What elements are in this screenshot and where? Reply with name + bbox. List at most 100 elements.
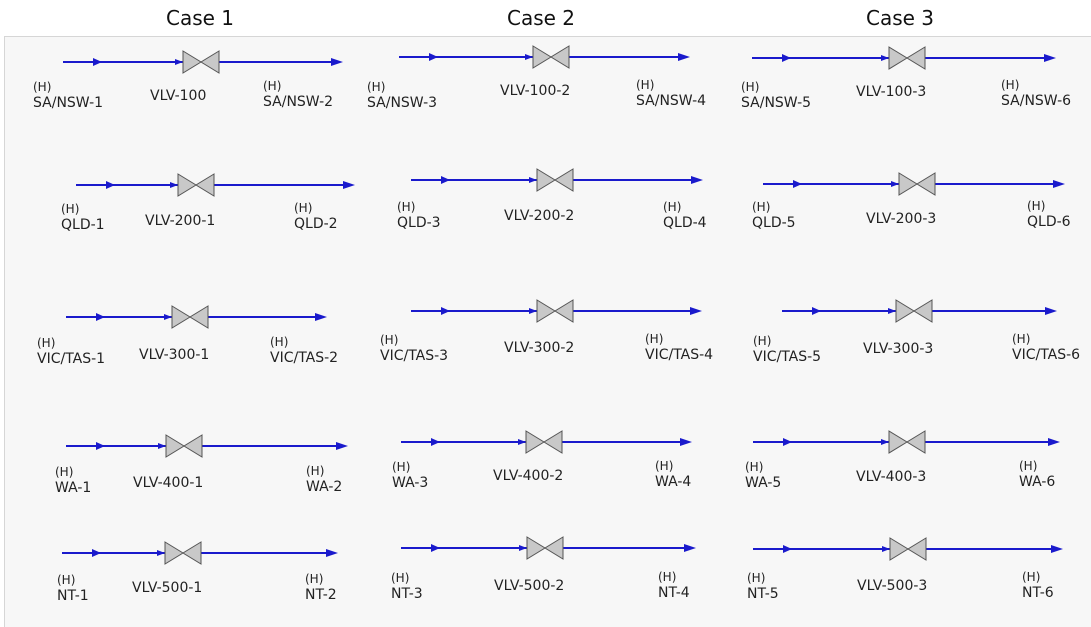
valve-left-icon[interactable]	[526, 536, 546, 560]
valve-left-icon[interactable]	[164, 541, 184, 565]
valve-label[interactable]: VLV-500-3	[857, 578, 927, 594]
outlet-stream-label[interactable]: VIC/TAS-6	[1012, 347, 1080, 363]
valve-label[interactable]: VLV-300-1	[139, 347, 209, 363]
valve-left-icon[interactable]	[171, 305, 191, 329]
outlet-stream-label[interactable]: SA/NSW-4	[636, 93, 706, 109]
valve-label[interactable]: VLV-200-1	[145, 213, 215, 229]
valve-label[interactable]: VLV-500-1	[132, 580, 202, 596]
valve-right-icon[interactable]	[195, 173, 215, 197]
valve-left-icon[interactable]	[165, 434, 185, 458]
valve-left-icon[interactable]	[888, 46, 908, 70]
valve-right-icon[interactable]	[544, 536, 564, 560]
valve-left-icon[interactable]	[536, 299, 556, 323]
inlet-stream-label[interactable]: NT-5	[747, 586, 779, 602]
valve-right-icon[interactable]	[906, 430, 926, 454]
valve-right-icon[interactable]	[906, 46, 926, 70]
inlet-stream-label[interactable]: VIC/TAS-5	[753, 349, 821, 365]
inlet-arrow-icon	[96, 313, 105, 321]
inlet-stream-label[interactable]: VIC/TAS-3	[380, 348, 448, 364]
outlet-stream-label[interactable]: NT-2	[305, 587, 337, 603]
valve-label[interactable]: VLV-100-3	[856, 84, 926, 100]
valve-left-icon[interactable]	[898, 172, 918, 196]
valve-right-icon[interactable]	[200, 50, 220, 74]
outlet-stream-label[interactable]: WA-4	[655, 474, 691, 490]
inlet-stream-label[interactable]: SA/NSW-1	[33, 95, 103, 111]
inlet-arrow-icon	[431, 544, 440, 552]
inlet-stream-label[interactable]: SA/NSW-3	[367, 95, 437, 111]
valve-label[interactable]: VLV-100-2	[500, 83, 570, 99]
valve-left-icon[interactable]	[536, 168, 556, 192]
outlet-arrow-icon	[1045, 307, 1057, 315]
valve-left-icon[interactable]	[532, 45, 552, 69]
valve-right-icon[interactable]	[554, 299, 574, 323]
inlet-stream-label[interactable]: SA/NSW-5	[741, 95, 811, 111]
inlet-stream-label[interactable]: VIC/TAS-1	[37, 351, 105, 367]
outlet-stream-label[interactable]: VIC/TAS-4	[645, 347, 713, 363]
valve-right-icon[interactable]	[550, 45, 570, 69]
inlet-stream-label[interactable]: QLD-1	[61, 217, 105, 233]
valve-label[interactable]: VLV-300-3	[863, 341, 933, 357]
outlet-stream-label[interactable]: QLD-4	[663, 215, 707, 231]
inlet-arrow-icon	[783, 438, 792, 446]
outlet-stream-label[interactable]: NT-6	[1022, 585, 1054, 601]
valve-left-icon[interactable]	[895, 299, 915, 323]
outlet-stream-label[interactable]: SA/NSW-2	[263, 94, 333, 110]
valve-label[interactable]: VLV-300-2	[504, 340, 574, 356]
valve-left-icon[interactable]	[888, 430, 908, 454]
inlet-stream-label[interactable]: QLD-3	[397, 215, 441, 231]
inlet-arrow-icon	[441, 176, 450, 184]
valve-left-icon[interactable]	[889, 537, 909, 561]
valve-right-icon[interactable]	[183, 434, 203, 458]
inlet-stream-label[interactable]: NT-1	[57, 588, 89, 604]
outlet-stream-label[interactable]: QLD-6	[1027, 214, 1071, 230]
valve-right-icon[interactable]	[182, 541, 202, 565]
valve-label[interactable]: VLV-500-2	[494, 578, 564, 594]
flow-arrow-icon	[881, 55, 889, 61]
valve-label[interactable]: VLV-400-2	[493, 468, 563, 484]
valve-left-icon[interactable]	[182, 50, 202, 74]
valve-right-icon[interactable]	[543, 430, 563, 454]
outlet-stream-label[interactable]: NT-4	[658, 585, 690, 601]
valve-right-icon[interactable]	[913, 299, 933, 323]
valve-label[interactable]: VLV-200-3	[866, 211, 936, 227]
inlet-stream-label[interactable]: NT-3	[391, 586, 423, 602]
outlet-stream-label[interactable]: QLD-2	[294, 216, 338, 232]
inlet-stream-label[interactable]: WA-5	[745, 475, 781, 491]
valve-label[interactable]: VLV-400-1	[133, 475, 203, 491]
outlet-stream-label[interactable]: VIC/TAS-2	[270, 350, 338, 366]
valve-label[interactable]: VLV-400-3	[856, 469, 926, 485]
valve-label[interactable]: VLV-100	[150, 88, 206, 104]
inlet-arrow-icon	[812, 307, 821, 315]
outlet-stream-label[interactable]: WA-6	[1019, 474, 1055, 490]
outlet-stream-label[interactable]: WA-2	[306, 479, 342, 495]
valve-left-icon[interactable]	[525, 430, 545, 454]
valve-right-icon[interactable]	[916, 172, 936, 196]
valve-right-icon[interactable]	[554, 168, 574, 192]
outlet-stream-label[interactable]: SA/NSW-6	[1001, 93, 1071, 109]
inlet-stream-label[interactable]: WA-1	[55, 480, 91, 496]
valve-label[interactable]: VLV-200-2	[504, 208, 574, 224]
inlet-stream-label[interactable]: QLD-5	[752, 215, 796, 231]
flow-arrow-icon	[882, 546, 890, 552]
valve-right-icon[interactable]	[907, 537, 927, 561]
valve-right-icon[interactable]	[189, 305, 209, 329]
inlet-stream-label[interactable]: WA-3	[392, 475, 428, 491]
valve-left-icon[interactable]	[177, 173, 197, 197]
